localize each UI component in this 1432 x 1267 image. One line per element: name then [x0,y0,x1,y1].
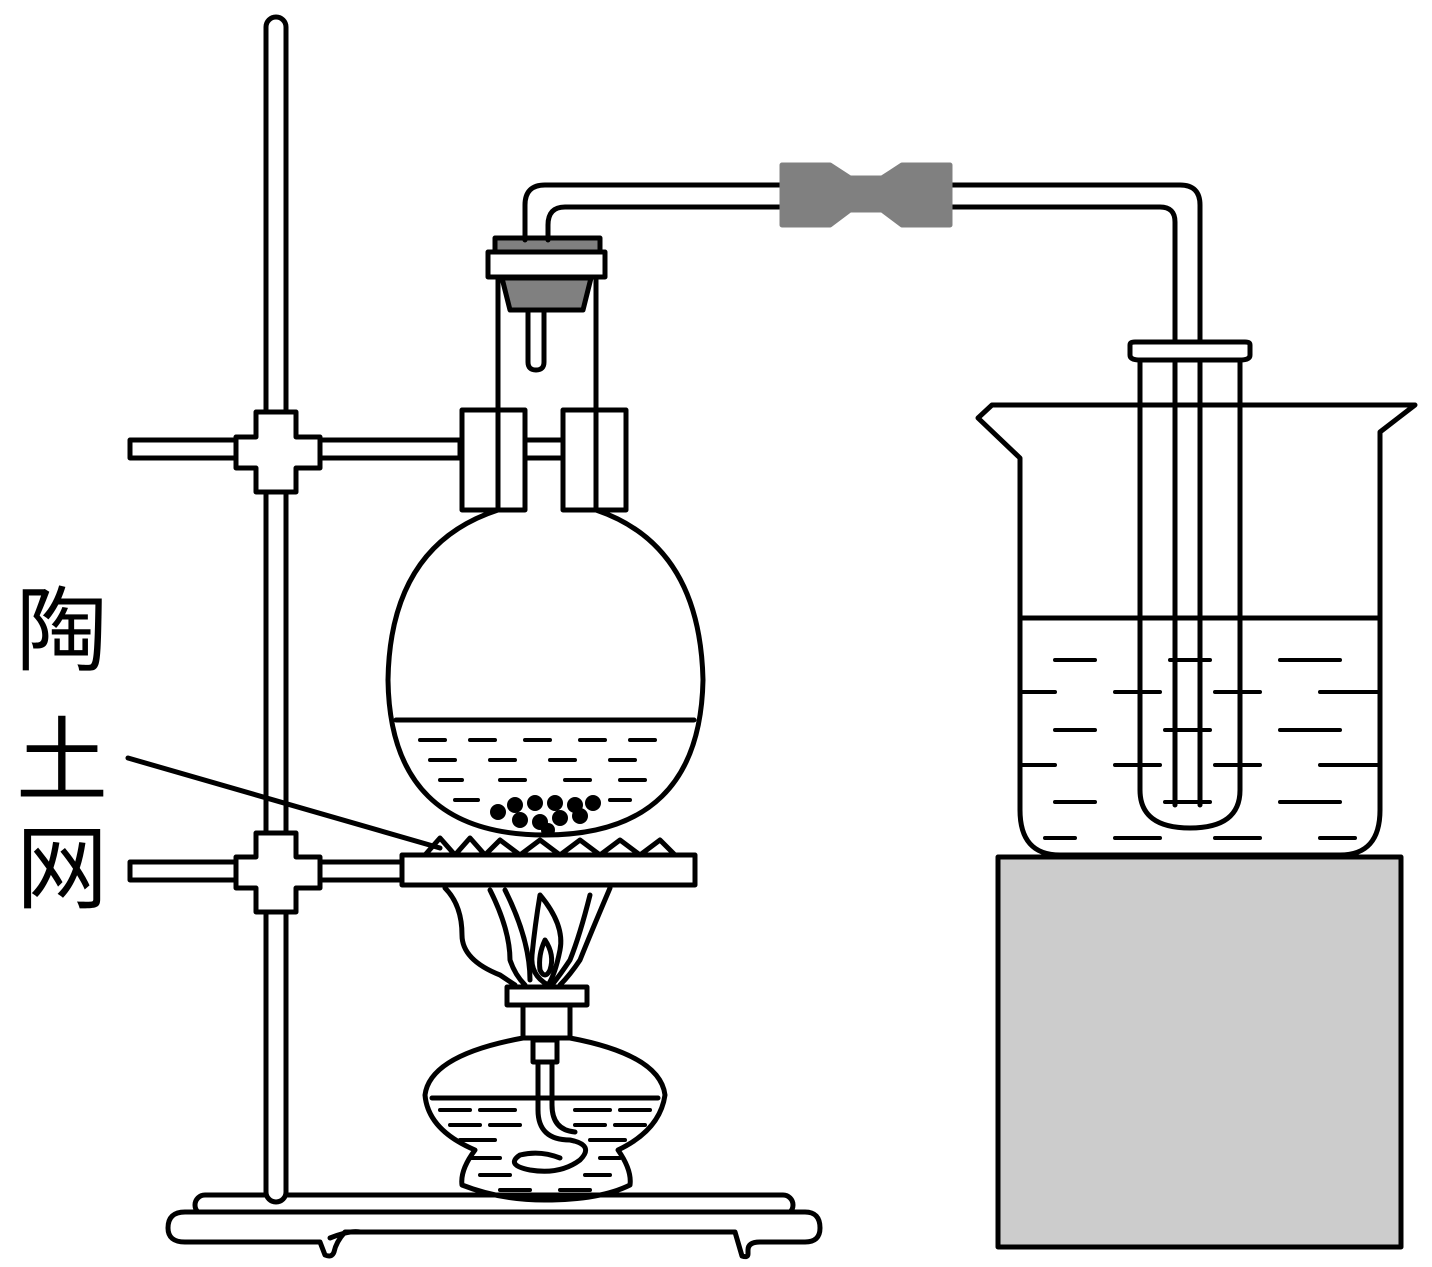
test-tube [1127,339,1253,831]
lower-clamp [127,830,408,915]
label-gauze-char-3: 网 [15,816,108,923]
flame [442,885,613,988]
label-leader-line [125,755,443,851]
stopper [485,235,608,373]
label-gauze-char-2: 土 [15,708,108,815]
stand-rod [263,14,289,1205]
alcohol-lamp [422,984,668,1203]
support-block [995,854,1404,1250]
beaker [975,402,1418,858]
upper-clamp [127,407,629,513]
label-gauze-char-1: 陶 [15,578,108,685]
boiling-chips [490,795,601,837]
ceramic-gauze [399,835,698,888]
round-bottom-flask [385,257,706,838]
delivery-tube [522,162,1203,808]
stand-base [165,1192,823,1260]
rubber-connector [779,162,953,228]
